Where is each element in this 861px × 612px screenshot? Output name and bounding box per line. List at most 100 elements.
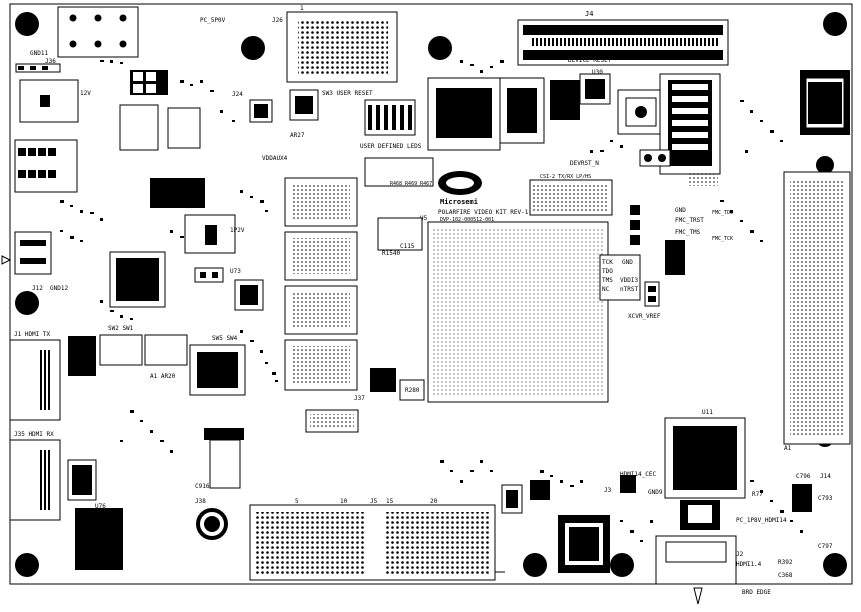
pc-5p0v-label: PC_5P0V <box>200 17 226 24</box>
smd-pad <box>480 70 483 73</box>
logo-text: Microsemi <box>440 198 478 206</box>
edge-markers <box>1 255 703 605</box>
mounting-hole <box>204 516 220 532</box>
smd-pad <box>110 310 114 312</box>
mounting-hole <box>15 12 39 36</box>
hdmi14-cec-label: HDMI14_CEC <box>620 471 657 478</box>
mounting-hole <box>823 553 847 577</box>
smd-pad <box>170 230 173 233</box>
r77-label: R77 <box>752 491 763 498</box>
ar27-label: AR27 <box>290 132 305 139</box>
j5-pin-20: 20 <box>430 498 438 505</box>
smd-pad <box>480 460 483 463</box>
user-reset-area: SW3 USER RESET AR27 USER DEFINED LEDS R4… <box>289 89 434 187</box>
smd-pad <box>240 330 243 333</box>
j4-label: J4 <box>585 10 593 18</box>
fmc-trst-label: FMC_TRST <box>675 217 704 224</box>
center-parts: R1540 C115 R280 J3 <box>370 217 636 514</box>
smd-pad <box>100 300 103 303</box>
mounting-hole <box>823 12 847 36</box>
jtag-vddi: VDDI3 <box>620 277 638 284</box>
c115-label: C115 <box>400 243 415 250</box>
smd-pad <box>570 485 574 487</box>
j4-connector: J4 <box>517 10 729 66</box>
xcvr-vref-label: XCVR_VREF <box>628 313 661 320</box>
smd-pad <box>232 120 235 122</box>
smd-pad <box>130 318 133 320</box>
smd-pad <box>780 510 784 513</box>
mounting-hole <box>15 291 39 315</box>
user-reset-label: SW3 USER RESET <box>322 90 373 97</box>
smd-pad <box>800 530 803 533</box>
smd-pad <box>80 240 83 242</box>
j3-label: J3 <box>604 487 612 494</box>
microsemi-logo: Microsemi POLARFIRE VIDEO KIT REV-1 DVP-… <box>427 77 529 223</box>
12v-label: 12V <box>80 90 91 97</box>
smd-pad <box>750 110 753 113</box>
board-id-label: R468 R469 R467 <box>390 181 432 187</box>
smd-pad <box>160 440 164 442</box>
pc-1p8v-hdmi-label: PC_1P8V_HDMI14 <box>736 517 787 524</box>
smd-pad <box>500 60 504 63</box>
smd-pad <box>630 530 634 533</box>
j5-pin-10: 10 <box>340 498 348 505</box>
smd-pad <box>80 210 83 213</box>
smd-pad <box>150 430 153 433</box>
board-title: POLARFIRE VIDEO KIT REV-1 <box>438 209 529 216</box>
smd-pad <box>490 66 493 68</box>
smd-pad <box>740 100 744 102</box>
j5-pin-15: 15 <box>386 498 394 505</box>
j14-fmc-connector: J14 A1 <box>783 171 851 480</box>
gnd11-label: GND11 <box>30 50 48 57</box>
smd-pad <box>730 210 733 213</box>
smd-pad <box>210 90 214 92</box>
smd-pad <box>440 460 444 463</box>
smd-pad <box>720 200 724 202</box>
smd-pad <box>240 190 243 193</box>
smd-pad <box>590 150 593 153</box>
smd-pad <box>275 380 278 382</box>
u30-label: U30 <box>592 69 603 76</box>
jtag-tck: TCK <box>602 259 613 266</box>
smd-pad <box>190 84 193 86</box>
devrst-label: DEVRST_N <box>570 160 599 167</box>
smd-pad <box>120 440 123 442</box>
fmc-tms-label: FMC_TMS <box>675 229 701 236</box>
device-reset-label: DEVICE RESET <box>568 57 612 64</box>
j5-label: J5 <box>370 498 378 505</box>
smd-pad <box>600 150 604 152</box>
smd-pad <box>470 470 474 472</box>
j14-pin-a1: A1 <box>784 445 792 452</box>
user-leds-label: USER DEFINED LEDS <box>360 143 422 150</box>
controller-chips: U73 1P2V J24 PC_5P0V <box>109 17 273 311</box>
csi-label: CSI-2 TX/RX LP/HS <box>540 174 591 180</box>
smd-pad <box>170 450 173 453</box>
smd-pad <box>110 60 113 63</box>
jtag-ntrst: nTRST <box>620 286 638 293</box>
j12-label: J12 <box>32 285 43 292</box>
smd-pad <box>560 480 563 483</box>
smd-pad <box>640 540 643 542</box>
u5-label: U5 <box>420 215 428 222</box>
smd-pad <box>490 470 493 472</box>
fmc-tdo-label: FMC_TDO <box>712 210 733 216</box>
gnd9-label: GND9 <box>648 489 663 496</box>
ddr-memory-chips: VDDAUX4 <box>262 155 358 391</box>
jtag-tdo: TDO <box>602 268 613 275</box>
hdmi-area: J1 HDMI TX J35 HDMI RX SW2 SW1 A1 AR20 S… <box>9 325 246 570</box>
1p2v-label: 1P2V <box>230 227 245 234</box>
board-part-number: DVP-102-000512-001 <box>440 217 494 223</box>
hdmi-rx-label: J35 HDMI RX <box>14 431 54 438</box>
smd-pad <box>70 236 74 239</box>
u76-label: U76 <box>95 503 106 510</box>
smd-components <box>60 60 803 542</box>
smd-pad <box>620 520 623 522</box>
smd-pad <box>250 196 253 198</box>
mounting-hole <box>428 36 452 60</box>
j37-label: J37 <box>354 395 365 402</box>
mounting-hole <box>523 553 547 577</box>
smd-pad <box>220 110 223 113</box>
j14-label: J14 <box>820 473 831 480</box>
smd-pad <box>90 212 94 214</box>
